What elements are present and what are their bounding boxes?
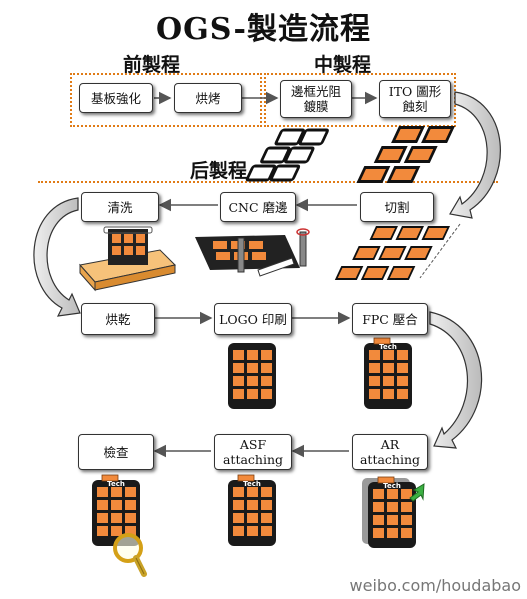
watermark: weibo.com/houdabao [349, 576, 521, 595]
phone-outline-illustration [245, 128, 329, 182]
section-label-front: 前製程 [123, 54, 181, 76]
device-asf-attached: Tech [228, 474, 276, 546]
device-logo-printed [228, 343, 276, 409]
cnc-grinding-illustration [195, 228, 310, 277]
step-fpc-bonding: FPC 壓合 [352, 303, 428, 335]
step-logo-printing: LOGO 印刷 [214, 303, 292, 335]
device-ar-attached: Tech [362, 476, 416, 548]
step-frame-photoresist-coating: 邊框光阻 鍍膜 [280, 80, 352, 118]
device-tech-label: Tech [243, 480, 261, 488]
step-cnc-grinding: CNC 磨邊 [220, 192, 296, 222]
step-cleaning: 清洗 [81, 192, 159, 222]
device-inspected: Tech [92, 474, 140, 546]
back-process-divider [38, 181, 498, 183]
section-label-middle: 中製程 [314, 54, 372, 76]
front-process-region [70, 73, 262, 127]
step-asf-attaching: ASF attaching [214, 434, 292, 470]
step-bake: 烘烤 [174, 83, 242, 113]
flow-arrows [153, 91, 378, 458]
step-ito-pattern-etching: ITO 圖形 蝕刻 [379, 80, 451, 118]
device-tech-label: Tech [107, 480, 125, 488]
device-fpc-bonded: Tech [364, 337, 412, 409]
device-tech-label: Tech [383, 482, 401, 490]
step-cutting: 切割 [360, 192, 434, 222]
step-substrate-strengthening: 基板強化 [79, 83, 153, 113]
step-ar-attaching: AR attaching [352, 434, 428, 470]
section-label-back: 后製程 [190, 160, 248, 182]
device-tech-label: Tech [379, 343, 397, 351]
ar-green-arrow-icon [409, 483, 425, 502]
step-drying: 烘乾 [81, 303, 155, 335]
ito-pattern-sheets-illustration [356, 126, 455, 183]
magnifier-icon [113, 533, 147, 577]
diagram-title: OGS-製造流程 [156, 12, 371, 47]
step-inspection: 檢查 [78, 434, 154, 470]
cleaning-tray-illustration [79, 226, 177, 292]
cut-pieces-illustration [334, 223, 461, 280]
curved-row-arrows [33, 91, 501, 449]
